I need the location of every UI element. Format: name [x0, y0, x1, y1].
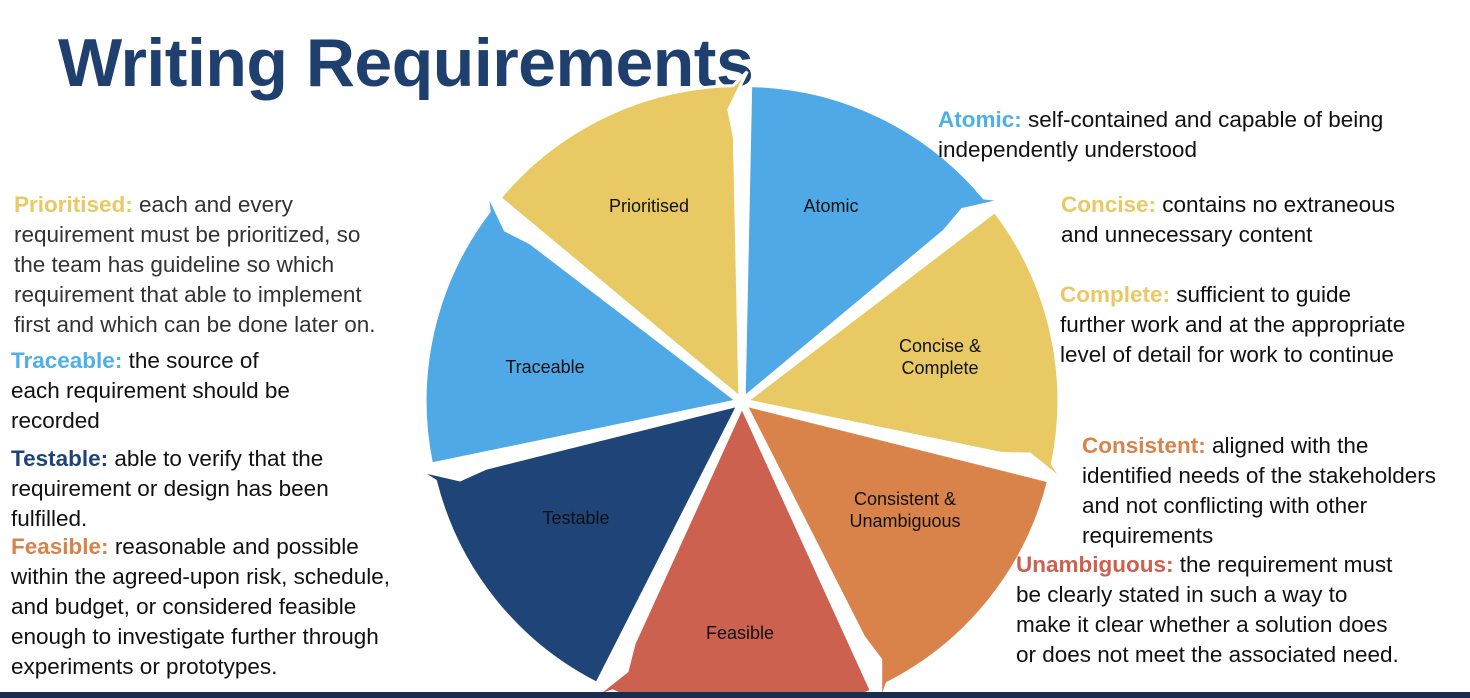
desc-line: Traceable: the source of	[11, 346, 290, 376]
desc-line: and unnecessary content	[1061, 220, 1395, 250]
wheel-label-traceable: Traceable	[505, 357, 584, 377]
desc-line: further work and at the appropriate	[1060, 310, 1405, 340]
desc-text: within the agreed-upon risk, schedule,	[11, 564, 390, 589]
page-title: Writing Requirements	[58, 25, 754, 101]
desc-text: the team has guideline so which	[14, 252, 335, 277]
desc-line: first and which can be done later on.	[14, 310, 375, 340]
desc-line: be clearly stated in such a way to	[1016, 580, 1399, 610]
desc-line: fulfilled.	[11, 504, 329, 534]
desc-line: or does not meet the associated need.	[1016, 640, 1399, 670]
desc-text: requirements	[1082, 523, 1214, 548]
desc-text: self-contained and capable of being	[1028, 107, 1384, 132]
desc-text: level of detail for work to continue	[1060, 342, 1394, 367]
desc-text: recorded	[11, 408, 100, 433]
wheel-segment-feasible	[592, 403, 874, 698]
wheel-segment-consistent-unambiguous	[743, 402, 1051, 698]
desc-line: Consistent: aligned with the	[1082, 431, 1436, 461]
wheel-segment-atomic	[742, 84, 1004, 401]
desc-line: recorded	[11, 406, 290, 436]
wheel-label-prioritised: Prioritised	[609, 196, 689, 216]
desc-term: Atomic:	[938, 107, 1022, 132]
wheel-label-consistent-unambiguous: Consistent &Unambiguous	[849, 489, 960, 531]
desc-text: requirement must be prioritized, so	[14, 222, 361, 247]
desc-line: and budget, or considered feasible	[11, 592, 390, 622]
desc-text: make it clear whether a solution does	[1016, 612, 1388, 637]
desc-text: experiments or prototypes.	[11, 654, 278, 679]
desc-text: further work and at the appropriate	[1060, 312, 1406, 337]
desc-text: aligned with the	[1212, 433, 1369, 458]
desc-line: Unambiguous: the requirement must	[1016, 550, 1399, 580]
desc-line: requirement that able to implement	[14, 280, 375, 310]
desc-text: able to verify that the	[114, 446, 324, 471]
desc-text: first and which can be done later on.	[14, 312, 376, 337]
desc-term: Concise:	[1061, 192, 1157, 217]
desc-line: Prioritised: each and every	[14, 190, 375, 220]
desc-line: and not conflicting with other	[1082, 491, 1436, 521]
desc-line: requirements	[1082, 521, 1436, 551]
desc-term: Consistent:	[1082, 433, 1206, 458]
desc-text: each and every	[139, 192, 293, 217]
desc-line: the team has guideline so which	[14, 250, 375, 280]
desc-text: each requirement should be	[11, 378, 290, 403]
wheel-label-concise-complete: Concise &Complete	[899, 336, 981, 378]
desc-text: enough to investigate further through	[11, 624, 379, 649]
desc-text: requirement or design has been	[11, 476, 329, 501]
desc-text: and budget, or considered feasible	[11, 594, 357, 619]
desc-line: requirement or design has been	[11, 474, 329, 504]
desc-line: Concise: contains no extraneous	[1061, 190, 1395, 220]
desc-line: Testable: able to verify that the	[11, 444, 329, 474]
desc-line: Complete: sufficient to guide	[1060, 280, 1405, 310]
desc-line: enough to investigate further through	[11, 622, 390, 652]
desc-text: be clearly stated in such a way to	[1016, 582, 1348, 607]
desc-text: or does not meet the associated need.	[1016, 642, 1399, 667]
desc-text: the requirement must	[1179, 552, 1393, 577]
desc-line: make it clear whether a solution does	[1016, 610, 1399, 640]
desc-line: Atomic: self-contained and capable of be…	[938, 105, 1383, 135]
desc-term: Testable:	[11, 446, 109, 471]
desc-term: Traceable:	[11, 348, 123, 373]
wheel-label-atomic: Atomic	[803, 196, 858, 216]
desc-line: within the agreed-upon risk, schedule,	[11, 562, 390, 592]
desc-text: identified needs of the stakeholders	[1082, 463, 1436, 488]
wheel-segment-traceable	[423, 191, 741, 466]
desc-line: level of detail for work to continue	[1060, 340, 1405, 370]
desc-text: reasonable and possible	[114, 534, 359, 559]
desc-line: experiments or prototypes.	[11, 652, 390, 682]
desc-line: identified needs of the stakeholders	[1082, 461, 1436, 491]
desc-text: and unnecessary content	[1061, 222, 1313, 247]
desc-text: independently understood	[938, 137, 1197, 162]
wheel-label-testable: Testable	[542, 508, 609, 528]
wheel-segment-concise-complete	[743, 209, 1065, 482]
wheel-segment-testable	[417, 402, 741, 686]
desc-text: and not conflicting with other	[1082, 493, 1368, 518]
desc-text: contains no extraneous	[1162, 192, 1395, 217]
desc-line: Feasible: reasonable and possible	[11, 532, 390, 562]
desc-line: requirement must be prioritized, so	[14, 220, 375, 250]
desc-text: sufficient to guide	[1176, 282, 1351, 307]
desc-line: independently understood	[938, 135, 1383, 165]
desc-term: Unambiguous:	[1016, 552, 1174, 577]
wheel-segment-prioritised	[497, 70, 749, 401]
desc-text: fulfilled.	[11, 506, 88, 531]
desc-atomic: Atomic: self-contained and capable of be…	[938, 105, 1383, 165]
desc-line: each requirement should be	[11, 376, 290, 406]
desc-text: requirement that able to implement	[14, 282, 362, 307]
footer-bar	[0, 692, 1470, 698]
desc-term: Feasible:	[11, 534, 109, 559]
wheel-label-feasible: Feasible	[706, 623, 774, 643]
desc-text: the source of	[128, 348, 259, 373]
desc-term: Prioritised:	[14, 192, 133, 217]
desc-term: Complete:	[1060, 282, 1171, 307]
